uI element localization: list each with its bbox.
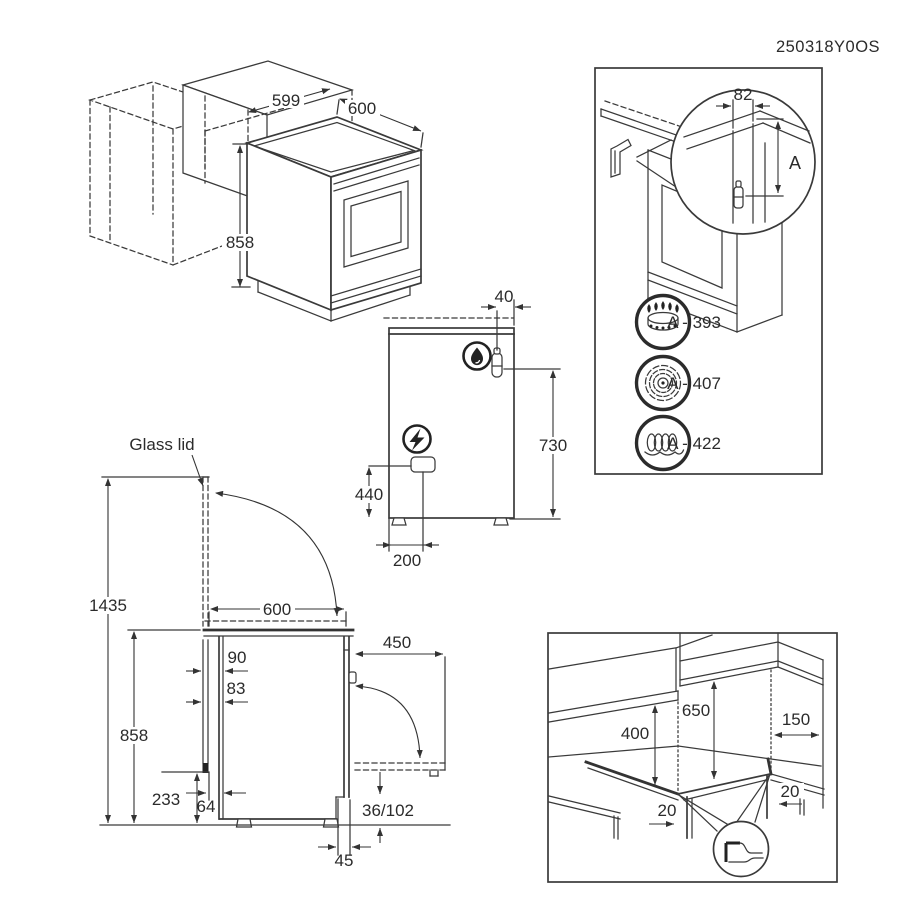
radiant-hob-icon (644, 364, 682, 402)
side-dimensions-view: Glass lid (87, 435, 451, 870)
coil-hob-icon (644, 433, 685, 456)
hob-type-coil: A - 422 (634, 414, 721, 472)
dim-door-depth: 450 (383, 633, 411, 652)
dim-gas-offset: 40 (495, 287, 514, 306)
dim-depth: 600 (348, 99, 376, 118)
terminal-box-icon (410, 456, 436, 473)
bracket-detail-content: 82 A (683, 85, 811, 224)
dim-gap-left: 20 (658, 801, 677, 820)
appliance-foot (322, 818, 340, 828)
dim-wall-clearance: 150 (782, 710, 810, 729)
appliance-foot (493, 517, 509, 526)
dim-gas-height: 730 (539, 436, 567, 455)
dim-side-depth: 600 (263, 600, 291, 619)
panel-border (594, 67, 823, 475)
dim-bracket-height: A (789, 153, 801, 173)
door-swing-arc (355, 683, 423, 759)
dim-height: 858 (226, 233, 254, 252)
dim-niche-width: 599 (272, 91, 300, 110)
dim-recess-depth: 64 (197, 797, 216, 816)
gas-burner-icon (647, 301, 679, 331)
dim-bracket-offset: 82 (734, 85, 753, 104)
panel-border (547, 632, 838, 883)
hob-type-gas: A - 393 (634, 293, 721, 351)
seal-detail-circle (712, 820, 770, 878)
gas-connector-icon (491, 352, 503, 378)
hob-type-label: A - 422 (667, 434, 721, 453)
rear-connections-view: 40 730 440 200 (352, 287, 571, 570)
glass-lid-label: Glass lid (129, 435, 194, 454)
door-handle (348, 671, 357, 684)
hob-type-label: A - 407 (667, 374, 721, 393)
dim-cabinet-clearance: 400 (621, 724, 649, 743)
oven-door-window (343, 180, 409, 268)
dim-toe-depth: 45 (335, 851, 354, 870)
dim-plinth-height: 233 (152, 790, 180, 809)
appliance-foot (391, 517, 407, 526)
hob-type-label: A - 393 (667, 313, 721, 332)
dim-total-height: 1435 (89, 596, 127, 615)
left-cabinet-outline (87, 81, 240, 266)
dim-electric-height: 440 (355, 485, 383, 504)
seal-profile-icon (724, 841, 764, 863)
dim-gap-lower: 83 (227, 679, 246, 698)
wall-cabinet-left (548, 634, 713, 723)
cooker-hood (679, 632, 824, 687)
hob-type-radiant: A - 407 (634, 354, 721, 412)
dim-gap-upper: 90 (228, 648, 247, 667)
dim-gap-right: 20 (781, 782, 800, 801)
dim-electric-offset: 200 (393, 551, 421, 570)
anti-tilt-bracket-icon (610, 138, 632, 178)
dim-base-height: 36/102 (362, 801, 414, 820)
anti-tilt-detail-panel: 82 A A - 393 (594, 67, 823, 475)
dim-hood-clearance: 650 (682, 701, 710, 720)
lid-swing-arc (215, 490, 340, 617)
worktop-run (548, 745, 825, 840)
dim-side-height: 858 (120, 726, 148, 745)
cooker-isometric (244, 116, 424, 322)
clearance-panel: 400 650 150 20 20 (547, 632, 838, 883)
lightning-icon (409, 428, 425, 451)
document-code: 250318Y0OS (776, 38, 880, 56)
isometric-installation-view: 599 600 858 (87, 60, 424, 322)
appliance-side-body (202, 620, 357, 828)
appliance-foot (235, 818, 253, 828)
